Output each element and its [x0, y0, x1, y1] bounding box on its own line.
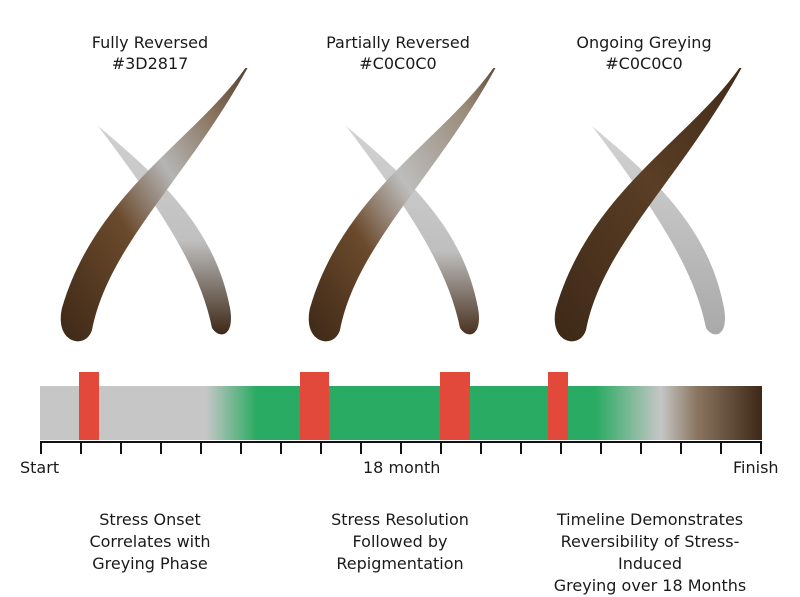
axis-tick: [360, 442, 362, 454]
axis-tick: [160, 442, 162, 454]
panel-title: Fully Reversed: [91, 33, 209, 52]
axis-tick: [720, 442, 722, 454]
note-stress-resolution: Stress Resolution Followed by Repigmenta…: [331, 510, 469, 573]
hair-strands-illustration: [308, 68, 496, 342]
axis-tick: [40, 442, 42, 454]
back-hair-strand: [98, 126, 231, 335]
axis-tick: [80, 442, 82, 454]
axis-tick: [680, 442, 682, 454]
axis-tick: [600, 442, 602, 454]
axis-tick: [120, 442, 122, 454]
back-hair-strand: [346, 126, 479, 335]
hair-strands-illustration: [554, 68, 742, 342]
panel-color-code: #C0C0C0: [359, 54, 437, 73]
front-hair-strand: [60, 68, 248, 342]
axis-tick: [640, 442, 642, 454]
axis-mid-label: 18 month: [363, 458, 441, 477]
stress-marker: [548, 372, 568, 440]
panel-title: Ongoing Greying: [576, 33, 712, 52]
axis-end-label: Finish: [733, 458, 779, 477]
axis-tick: [440, 442, 442, 454]
stress-marker: [79, 372, 99, 440]
panel-title: Partially Reversed: [326, 33, 470, 52]
front-hair-strand: [554, 68, 742, 342]
panel-color-code: #C0C0C0: [605, 54, 683, 73]
axis-tick: [240, 442, 242, 454]
panel-label: Fully Reversed #3D2817: [40, 32, 260, 74]
note-stress-onset: Stress Onset Correlates with Greying Pha…: [89, 510, 211, 573]
axis-tick: [760, 442, 762, 454]
hair-strands-illustration: [60, 68, 248, 342]
axis-start-label: Start: [20, 458, 60, 477]
back-hair-strand: [592, 126, 725, 335]
panel-color-code: #3D2817: [111, 54, 189, 73]
panel-fully-reversed: Fully Reversed #3D2817: [40, 28, 260, 348]
axis-tick: [520, 442, 522, 454]
axis-tick: [560, 442, 562, 454]
axis-tick: [280, 442, 282, 454]
axis-tick: [320, 442, 322, 454]
stress-marker: [300, 372, 329, 440]
panel-partially-reversed: Partially Reversed #C0C0C0: [288, 28, 508, 348]
axis-tick: [400, 442, 402, 454]
panel-ongoing-greying: Ongoing Greying #C0C0C0: [534, 28, 754, 348]
front-hair-strand: [308, 68, 496, 342]
axis-tick: [200, 442, 202, 454]
note-timeline-summary: Timeline Demonstrates Reversibility of S…: [553, 510, 747, 595]
stress-marker: [440, 372, 470, 440]
panel-label: Ongoing Greying #C0C0C0: [534, 32, 754, 74]
timeline-bar: [40, 386, 762, 440]
axis-tick: [480, 442, 482, 454]
panel-label: Partially Reversed #C0C0C0: [288, 32, 508, 74]
